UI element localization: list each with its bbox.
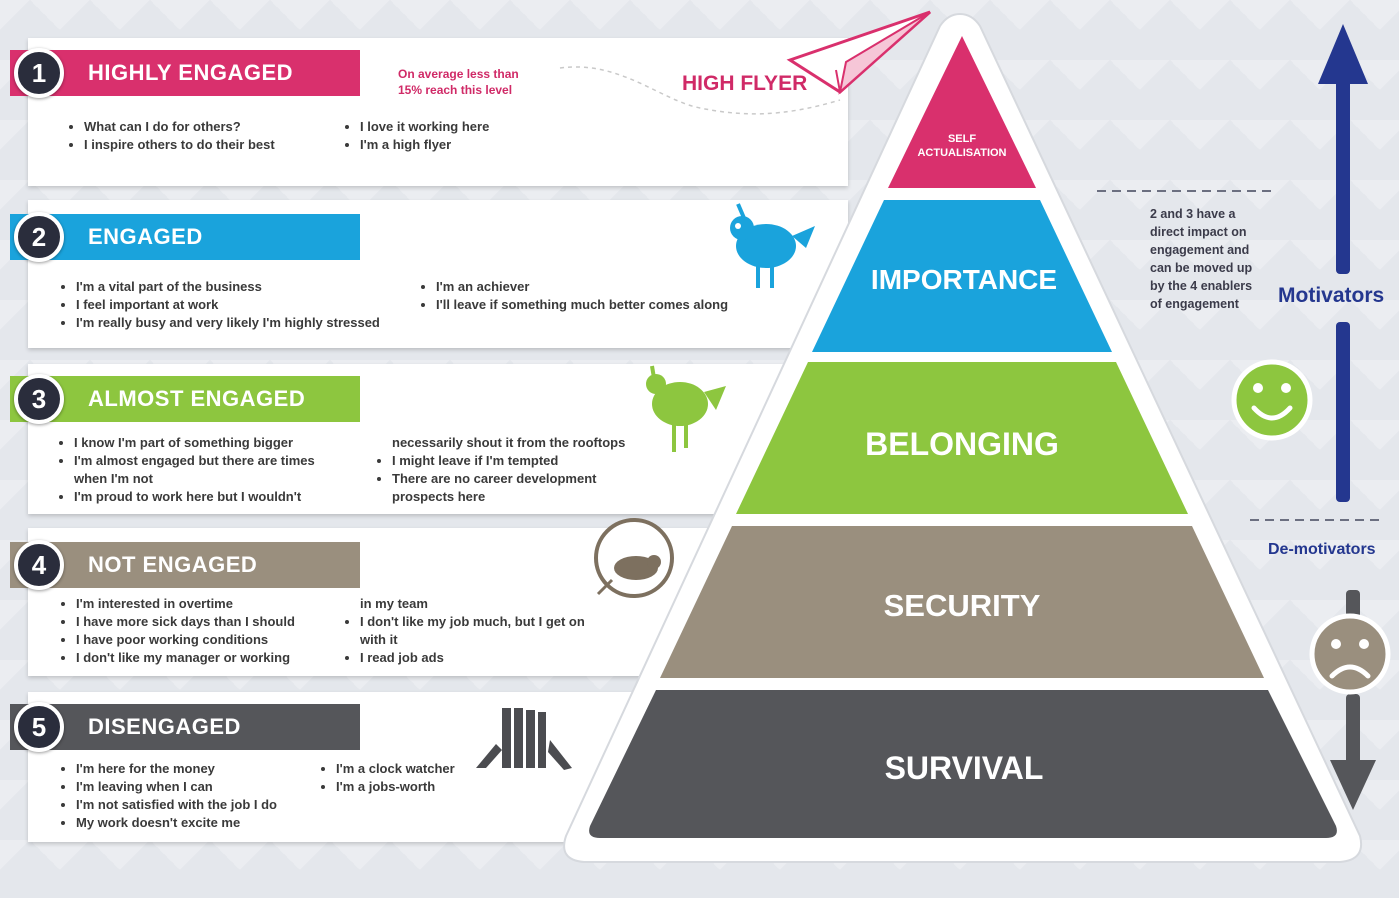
level-5-list-b: I'm a clock watcher I'm a jobs-worth [314,760,455,796]
paper-plane-icon [786,10,931,95]
level-1-banner: HIGHLY ENGAGED [10,50,360,96]
list-item: I'm really busy and very likely I'm high… [76,314,380,332]
apex-line-1: SELF [947,133,977,145]
level-2-list-b: I'm an achiever I'll leave if something … [414,278,728,314]
pyramid-layer-self-actualisation [888,36,1036,188]
list-item: I have poor working conditions [76,631,295,649]
high-flyer-label: HIGH FLYER [682,72,808,95]
level-4-list-a: I'm interested in overtime I have more s… [54,595,295,667]
level-2-panel: ENGAGED 2 I'm a vital part of the busine… [10,200,848,348]
list-item: I'm proud to work here but I wouldn't [74,488,315,506]
bird-icon [730,203,815,288]
level-5-banner: DISENGAGED [10,704,360,750]
note-line-1: On average less than [398,67,519,81]
level-2-title: ENGAGED [88,224,203,249]
list-item: I have more sick days than I should [76,613,295,631]
level-2-banner: ENGAGED [10,214,360,260]
list-item: I'm almost engaged but there are times [74,452,315,470]
pyramid-layer-belonging [736,362,1188,514]
list-item: I'm a clock watcher [336,760,455,778]
pyramid-label-survival: SURVIVAL [884,750,1044,786]
list-item: I feel important at work [76,296,380,314]
list-item: I'm not satisfied with the job I do [76,796,277,814]
list-item-continuation: necessarily shout it from the rooftops [392,435,626,450]
level-4-list-b: in my team I don't like my job much, but… [338,595,585,667]
level-4-title: NOT ENGAGED [88,552,258,577]
side-note-line: direct impact on [1150,225,1247,239]
level-5-list-a: I'm here for the money I'm leaving when … [54,760,277,832]
list-item: What can I do for others? [84,118,275,136]
side-note-line: of engagement [1150,297,1239,311]
list-item: I'm an achiever [436,278,728,296]
list-item: I'm a high flyer [360,136,489,154]
pyramid-label-apex: SELF ACTUALISATION [812,132,1112,160]
pyramid-label-security: SECURITY [883,588,1041,623]
list-item: I'm leaving when I can [76,778,277,796]
list-item-continuation: when I'm not [74,471,153,486]
note-line-2: 15% reach this level [398,83,513,97]
motivators-label: Motivators [1278,284,1385,307]
pyramid-label-belonging: BELONGING [865,426,1059,462]
list-item: I know I'm part of something bigger [74,434,315,452]
level-3-list-a: I know I'm part of something bigger I'm … [52,434,315,506]
pyramid-layer-importance [812,200,1112,352]
pyramid-layer-survival [589,690,1337,838]
side-note-line: engagement and [1150,243,1250,257]
list-item-continuation: in my team [360,596,428,611]
side-note-line: by the 4 enablers [1150,279,1253,293]
level-3-list-b: necessarily shout it from the rooftops I… [370,434,625,506]
list-item: I'll leave if something much better come… [436,296,728,314]
list-item-continuation: with it [360,632,398,647]
level-1-panel: HIGHLY ENGAGED 1 On average less than 15… [10,38,848,186]
level-3-panel: ALMOST ENGAGED 3 I know I'm part of some… [10,364,848,514]
pyramid-label-importance: IMPORTANCE [870,264,1058,295]
arrow-down-icon [1330,590,1376,810]
level-5-title: DISENGAGED [88,714,241,739]
level-5-number: 5 [14,702,64,752]
chicken-icon [646,365,726,452]
list-item: I'm here for the money [76,760,277,778]
list-item: I'm a jobs-worth [336,778,455,796]
list-item: I'm interested in overtime [76,595,295,613]
list-item: I read job ads [360,649,585,667]
level-2-list-a: I'm a vital part of the business I feel … [54,278,380,332]
side-note-line: can be moved up [1150,261,1253,275]
list-item: I don't like my job much, but I get on [360,613,585,631]
level-1-number: 1 [14,48,64,98]
level-3-number: 3 [14,374,64,424]
list-item: I inspire others to do their best [84,136,275,154]
level-1-list-a: What can I do for others? I inspire othe… [62,118,275,154]
list-item: My work doesn't excite me [76,814,277,832]
level-4-banner: NOT ENGAGED [10,542,360,588]
level-2-number: 2 [14,212,64,262]
level-4-number: 4 [14,540,64,590]
list-item-continuation: prospects here [392,489,486,504]
hamster-wheel-icon [594,518,674,598]
level-1-list-b: I love it working here I'm a high flyer [338,118,489,154]
arrow-up-icon [1318,24,1368,502]
smiley-face-icon [1231,359,1313,441]
side-note-line: 2 and 3 have a [1150,207,1236,221]
list-item: I love it working here [360,118,489,136]
side-note: 2 and 3 have a direct impact on engageme… [1150,205,1280,313]
list-item: There are no career development [392,470,625,488]
level-1-title: HIGHLY ENGAGED [88,60,294,85]
level-3-title: ALMOST ENGAGED [88,386,306,411]
list-item: I don't like my manager or working [76,649,295,667]
level-3-banner: ALMOST ENGAGED [10,376,360,422]
list-item: I'm a vital part of the business [76,278,380,296]
demotivators-label: De-motivators [1268,541,1376,558]
pyramid-layer-security [660,526,1264,678]
books-person-icon [476,708,572,770]
apex-line-2: ACTUALISATION [917,147,1007,159]
sad-face-icon [1309,613,1391,695]
list-item: I might leave if I'm tempted [392,452,625,470]
flight-trail [559,66,841,115]
level-1-note: On average less than 15% reach this leve… [398,66,519,98]
